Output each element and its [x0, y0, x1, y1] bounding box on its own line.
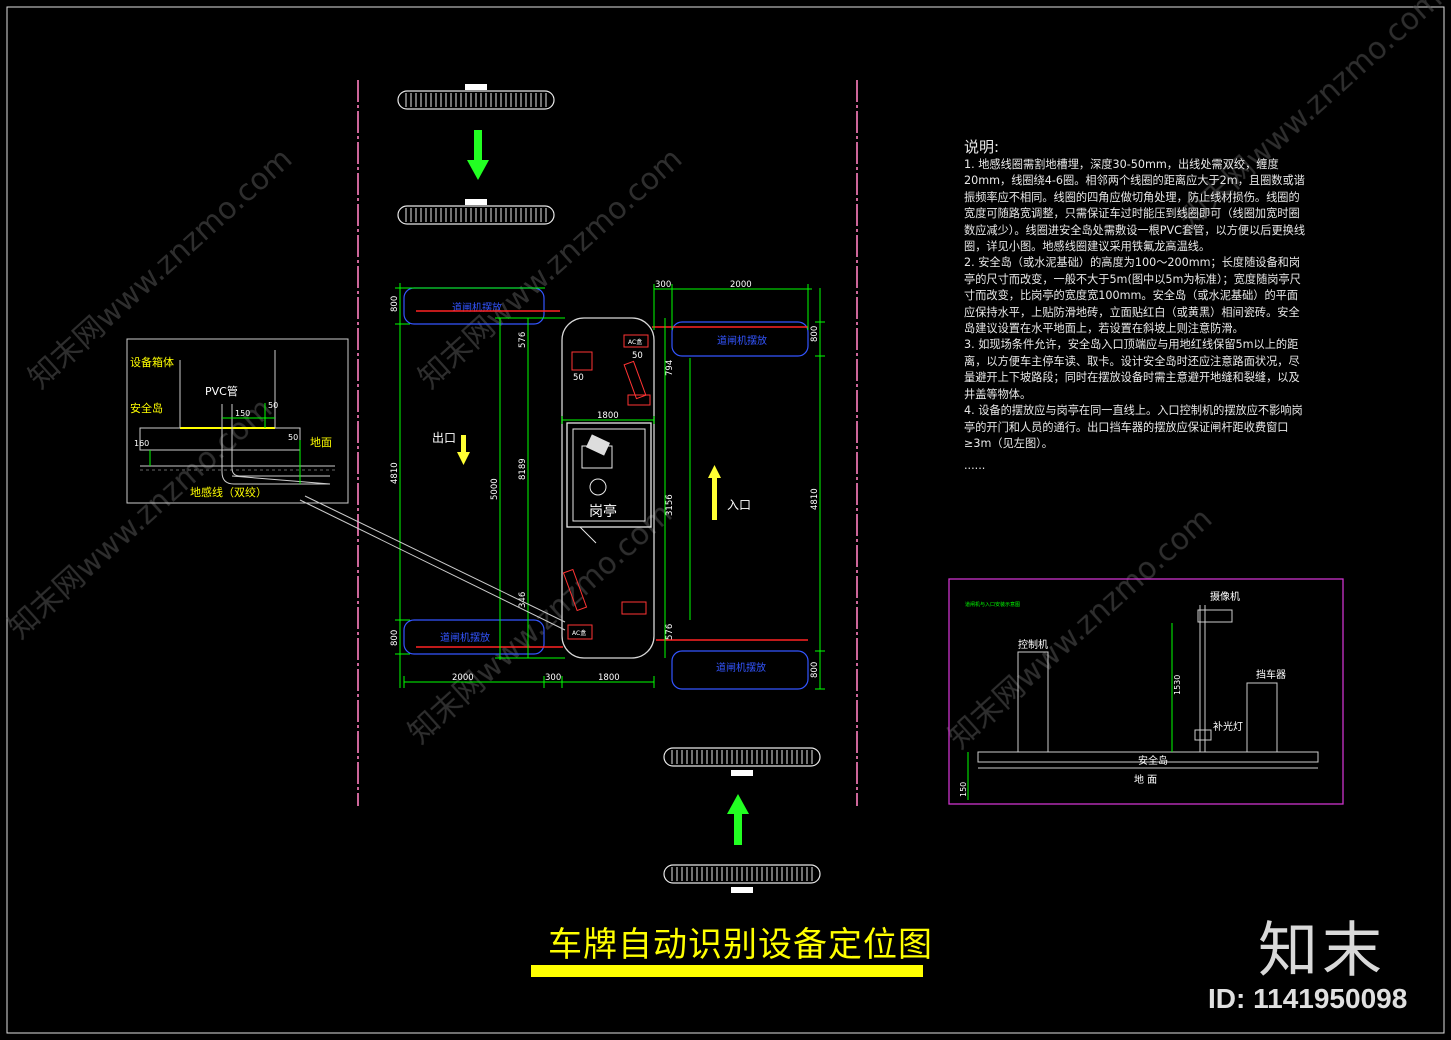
dimension-texts: 4810 5000 8189 3156 4810 576 794 346 576… — [390, 280, 820, 683]
label-barrier: 挡车器 — [1256, 668, 1286, 681]
lane-entry-label: 入口 — [727, 498, 751, 512]
watermark-text: 知末网www.znzmo.com — [2, 391, 279, 646]
note-item: ...... — [964, 459, 986, 473]
watermark-text: 知末网www.znzmo.com — [942, 501, 1219, 756]
note-item: 4. 设备的摆放应与岗亭在同一直线上。入口控制机的摆放应不影响岗亭的开门和人员的… — [964, 404, 1303, 450]
dim-upper-mid: 576 — [518, 332, 528, 348]
gate-box-bottom-left — [403, 619, 545, 655]
watermark-text: 知末网www.znzmo.com — [412, 141, 689, 396]
booth-monitor — [585, 434, 611, 456]
loop-coil — [663, 864, 821, 884]
arrow-down-yellow — [457, 435, 470, 465]
notes-block: 说明: 1. 地感线圈需割地槽埋，深度30-50mm，出线处需双绞，缠度20mm… — [964, 137, 1309, 475]
dim-small-50b: 50 — [632, 351, 643, 361]
loop-coil — [663, 747, 821, 767]
dim-right-outer: 4810 — [810, 488, 820, 510]
dim-left-inner: 5000 — [490, 478, 500, 500]
loop-coil — [397, 90, 555, 110]
label-elev-island: 安全岛 — [1138, 754, 1168, 767]
dim-160: 160 — [134, 439, 149, 448]
dim-bottom-left: 2000 — [452, 673, 474, 683]
arrow-up-yellow — [708, 465, 721, 520]
ac-box-top — [623, 334, 649, 348]
note-item: 2. 安全岛（或水泥基础）的高度为100～200mm；长度随设备和岗亭的尺寸而改… — [964, 256, 1301, 336]
dim-side-800c: 800 — [810, 326, 820, 342]
dim-50b: 50 — [288, 433, 298, 442]
dim-small-50a: 50 — [573, 373, 584, 383]
gate-label: 道闸机摆放 — [716, 661, 766, 674]
brand-logo: 知末 — [1258, 916, 1386, 986]
notes-heading: 说明: — [964, 138, 1000, 156]
dim-150: 150 — [235, 409, 250, 418]
gate-label: 道闸机摆放 — [717, 334, 767, 347]
dim-left-outer: 4810 — [390, 462, 400, 484]
gate-label: 道闸机摆放 — [452, 301, 502, 314]
gate-box-bottom-right — [671, 650, 809, 690]
dim-elev-height: 1530 — [1173, 675, 1182, 695]
arrow-down-green — [467, 130, 489, 180]
dim-side-800a: 800 — [390, 296, 400, 312]
barrier-arms — [416, 310, 808, 648]
devices: AC盒 AC盒 — [562, 334, 651, 640]
section-detail: 设备箱体 PVC管 安全岛 地面 地感线（双绞） 150 50 50 160 — [126, 338, 566, 631]
arrow-up-green — [727, 794, 749, 845]
dim-booth-right: 3156 — [665, 494, 675, 516]
dim-top-right-a: 300 — [655, 280, 671, 290]
gate-box-top-right — [671, 321, 809, 357]
title-underline — [531, 965, 923, 977]
dimension-lines — [395, 283, 825, 690]
dim-booth-left: 8189 — [518, 458, 528, 480]
dim-side-800d: 800 — [810, 662, 820, 678]
label-elev-ground: 地 面 — [1134, 773, 1157, 786]
ac-box-bottom-label: AC盒 — [572, 629, 586, 637]
image-id: ID: 1141950098 — [1208, 983, 1408, 1014]
drawing-title: 车牌自动识别设备定位图 — [548, 925, 933, 965]
dim-bottom-right: 1800 — [598, 673, 620, 683]
dim-top-right-b: 2000 — [730, 280, 752, 290]
fill-light-box — [1194, 729, 1212, 741]
safety-island — [561, 317, 655, 659]
controller-box — [1017, 651, 1049, 753]
label-pvc-pipe: PVC管 — [205, 384, 238, 398]
dim-booth-width: 1800 — [597, 411, 619, 421]
dim-lower-mid: 346 — [518, 592, 528, 608]
label-safety-island: 安全岛 — [130, 401, 163, 415]
booth: 岗亭 — [566, 422, 652, 544]
label-camera: 摄像机 — [1210, 590, 1240, 603]
gate-label: 道闸机摆放 — [440, 631, 490, 644]
note-item: 1. 地感线圈需割地槽埋，深度30-50mm，出线处需双绞，缠度20mm，线圈绕… — [964, 158, 1306, 254]
label-equipment-box: 设备箱体 — [130, 355, 174, 369]
elevation-detail: 道闸机与入口安装示意图 摄像机 控制机 挡车器 补光灯 安全岛 地 面 1530… — [948, 578, 1344, 805]
watermark-text: 知末网www.znzmo.com — [402, 496, 679, 751]
elevation-title: 道闸机与入口安装示意图 — [965, 601, 1020, 608]
dim-side-800b: 800 — [390, 630, 400, 646]
loop-coils — [397, 84, 821, 893]
camera-box — [1197, 609, 1233, 623]
booth-chair — [589, 478, 607, 496]
sheet-border — [6, 6, 1445, 1034]
traffic-arrows — [457, 130, 749, 845]
label-fill-light: 补光灯 — [1213, 720, 1243, 733]
label-ground: 地面 — [310, 436, 332, 449]
label-loop-wire: 地感线（双绞） — [190, 485, 267, 499]
dim-lower-mid2: 576 — [665, 624, 675, 640]
note-item: 3. 如现场条件允许，安全岛入口顶端应与用地红线保留5m以上的距离，以方便车主停… — [964, 338, 1300, 401]
barrier-box — [1246, 682, 1278, 753]
label-controller: 控制机 — [1018, 638, 1048, 651]
booth-label: 岗亭 — [589, 503, 617, 520]
dim-elev-base: 150 — [959, 782, 968, 797]
dim-upper-mid2: 794 — [665, 360, 675, 376]
dim-bottom-mid: 300 — [545, 673, 561, 683]
lane-exit-label: 出口 — [432, 431, 456, 445]
loop-coil — [397, 205, 555, 225]
ac-box-top-label: AC盒 — [628, 338, 642, 346]
ac-box-bottom — [567, 624, 593, 640]
dim-50a: 50 — [268, 401, 278, 410]
